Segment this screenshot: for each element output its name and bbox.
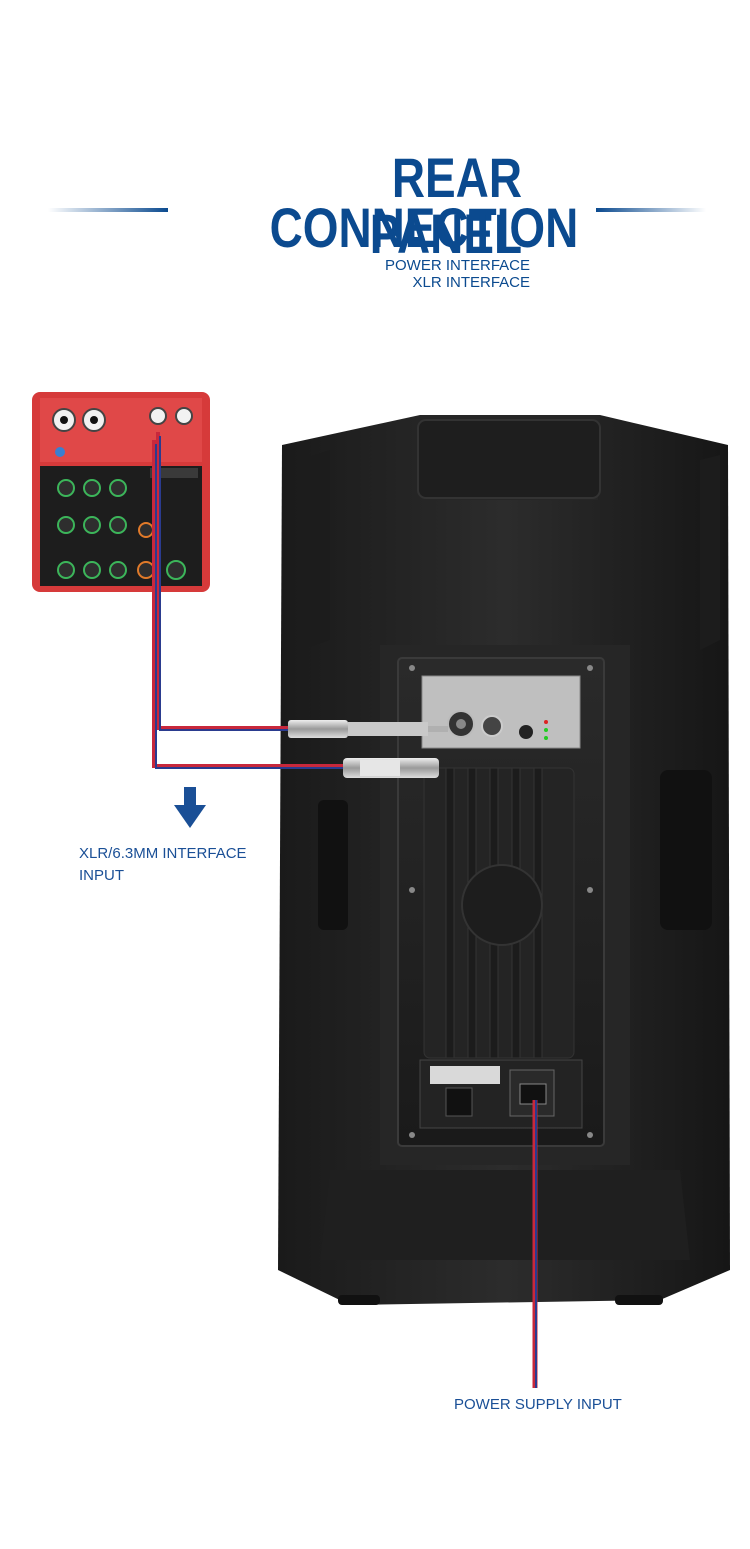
xlr-input-label-line1: XLR/6.3MM INTERFACE <box>79 845 247 862</box>
xlr-input-label: XLR/6.3MM INTERFACE INPUT <box>79 843 279 887</box>
xlr-input-label-line2: INPUT <box>79 867 124 884</box>
page-title-line1: REAR PANEL <box>369 146 522 265</box>
arrow-down-icon <box>174 787 206 828</box>
title-decoration-right <box>596 208 706 212</box>
subtitle-power-interface: POWER INTERFACE <box>384 257 530 274</box>
power-cable <box>532 1100 538 1388</box>
trs-connector <box>288 720 448 738</box>
xlr-output-jack <box>481 715 503 737</box>
audio-mixer <box>32 392 210 592</box>
power-supply-label: POWER SUPPLY INPUT <box>454 1396 622 1413</box>
subtitle-xlr-interface: XLR INTERFACE <box>412 274 530 291</box>
signal-cables <box>152 432 345 769</box>
title-decoration-left <box>48 208 168 212</box>
volume-knob <box>519 725 533 739</box>
page-title-line2: CONNECTION <box>269 196 579 259</box>
power-switch <box>445 1087 473 1117</box>
xlr-connector <box>343 758 439 778</box>
amplifier-plate <box>397 657 605 1147</box>
